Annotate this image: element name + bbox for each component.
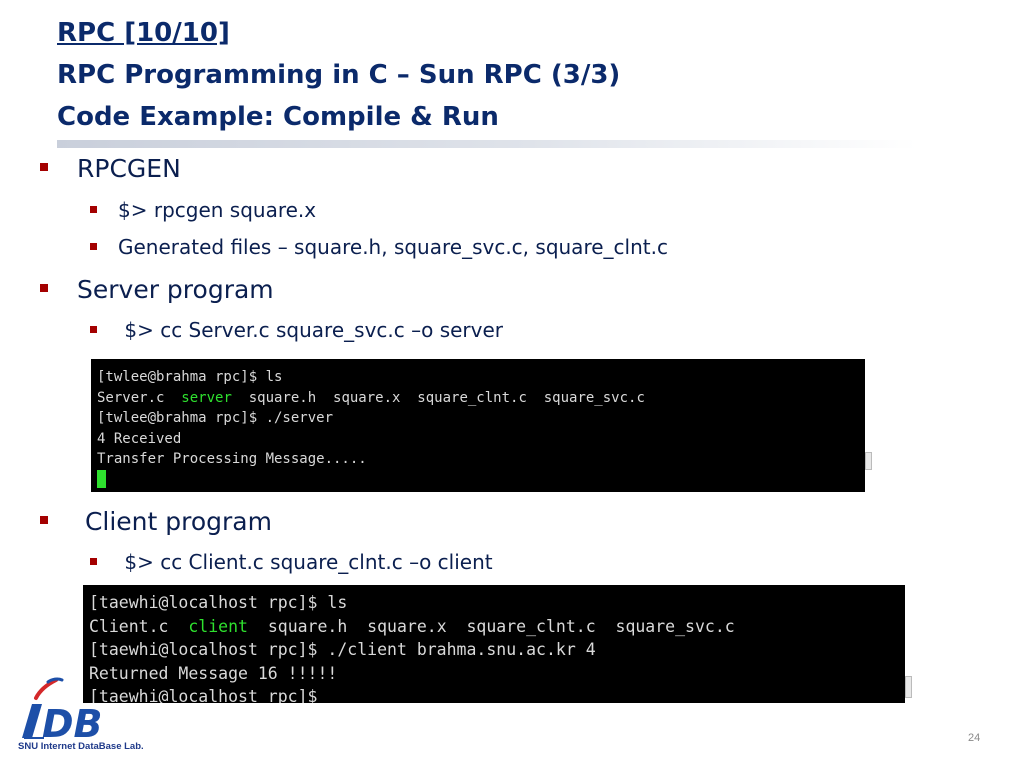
terminal-line: Transfer Processing Message..... — [97, 451, 367, 467]
terminal-text: Client.c — [89, 616, 189, 636]
bullet-client-cmd: $> cc Client.c square_clnt.c –o client — [90, 550, 493, 574]
bullet-generated-files: Generated files – square.h, square_svc.c… — [90, 235, 668, 259]
bullet-server-cmd: $> cc Server.c square_svc.c –o server — [90, 318, 503, 342]
slide-subtitle: Code Example: Compile & Run — [57, 102, 499, 132]
bullet-text: $> rpcgen square.x — [118, 198, 317, 222]
terminal-text: Server.c — [97, 389, 182, 406]
client-terminal-screenshot: [taewhi@localhost rpc]$ ls Client.c clie… — [83, 585, 905, 703]
scrollbar-fragment — [905, 676, 912, 698]
bullet-text: RPCGEN — [77, 154, 181, 183]
terminal-line: Server.c server square.h square.x square… — [97, 388, 865, 409]
server-terminal-screenshot: [twlee@brahma rpc]$ ls Server.c server s… — [91, 359, 865, 492]
bullet-marker — [90, 243, 97, 250]
terminal-line: [taewhi@localhost rpc]$ — [89, 687, 328, 703]
title-divider — [57, 140, 917, 148]
terminal-line: Client.c client square.h square.x square… — [89, 615, 905, 639]
bullet-marker — [90, 326, 97, 333]
bullet-server-program: Server program — [40, 275, 274, 304]
terminal-line: [taewhi@localhost rpc]$ ls — [89, 593, 348, 612]
bullet-marker — [90, 558, 97, 565]
bullet-client-program: Client program — [40, 507, 272, 536]
terminal-cursor — [97, 469, 106, 488]
bullet-marker — [40, 516, 48, 524]
title-block: RPC [10/10] RPC Programming in C – Sun R… — [57, 12, 620, 138]
idb-logo: DB — [18, 676, 138, 754]
scrollbar-fragment — [865, 452, 872, 470]
svg-text:DB: DB — [42, 702, 103, 746]
idb-logo-graphic: DB — [22, 677, 103, 746]
slide-title: RPC Programming in C – Sun RPC (3/3) — [57, 60, 621, 90]
bullet-rpcgen-cmd: $> rpcgen square.x — [90, 198, 316, 222]
bullet-marker — [40, 284, 48, 292]
bullet-text: $> cc Client.c square_clnt.c –o client — [118, 550, 493, 574]
terminal-line: Returned Message 16 !!!!! — [89, 663, 338, 683]
bullet-text: Client program — [77, 507, 272, 536]
slide-title-link[interactable]: RPC [10/10] — [57, 18, 230, 48]
bullet-text: Generated files – square.h, square_svc.c… — [118, 235, 668, 259]
bullet-text: $> cc Server.c square_svc.c –o server — [118, 318, 504, 342]
bullet-marker — [40, 163, 48, 171]
bullet-rpcgen: RPCGEN — [40, 154, 181, 183]
terminal-cursor-line — [97, 469, 865, 491]
terminal-text: square.h square.x square_clnt.c square_s… — [231, 389, 645, 406]
terminal-line: 4 Received — [97, 430, 182, 447]
terminal-executable-name: client — [188, 616, 248, 636]
bullet-text: Server program — [77, 275, 274, 304]
page-number: 24 — [968, 732, 981, 744]
terminal-line: [twlee@brahma rpc]$ ./server — [97, 410, 334, 426]
terminal-line: [taewhi@localhost rpc]$ ./client brahma.… — [89, 640, 596, 659]
terminal-executable-name: server — [181, 389, 232, 406]
terminal-text: square.h square.x square_clnt.c square_s… — [247, 616, 735, 636]
lab-name-caption: SNU Internet DataBase Lab. — [18, 741, 144, 752]
terminal-line: [twlee@brahma rpc]$ ls — [97, 369, 283, 385]
bullet-marker — [90, 206, 97, 213]
